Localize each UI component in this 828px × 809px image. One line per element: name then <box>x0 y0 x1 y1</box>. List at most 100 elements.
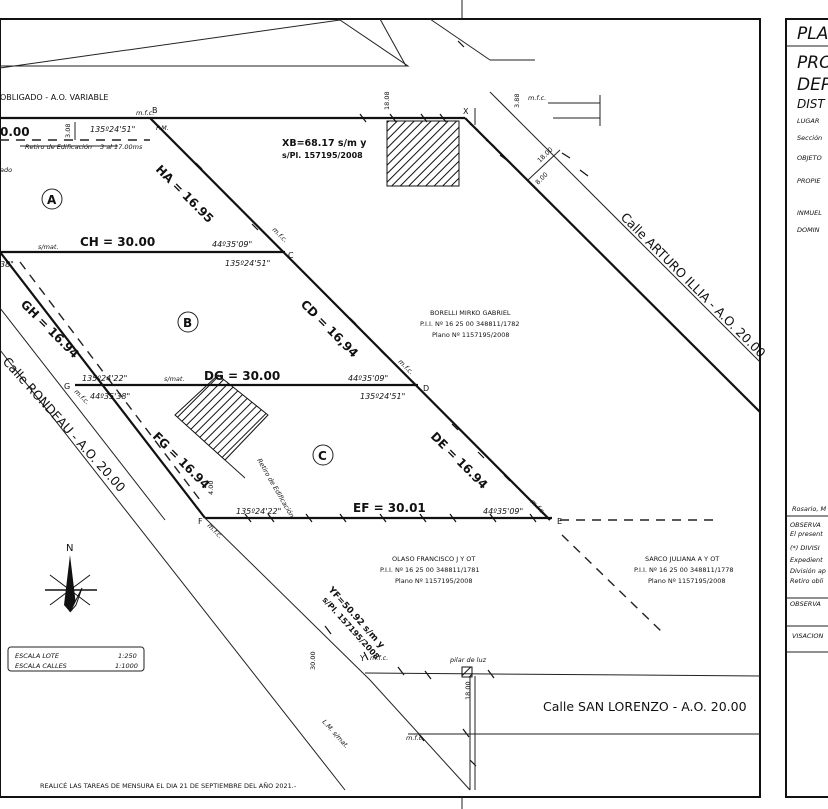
svg-text:P.I.I. Nº 16 25 00 348811/1778: P.I.I. Nº 16 25 00 348811/1778 <box>634 566 734 574</box>
san-lorenzo-top <box>364 672 761 677</box>
svg-text:B: B <box>183 316 192 330</box>
svg-text:DIST: DIST <box>797 97 826 111</box>
left-value: 0.00 <box>0 125 30 139</box>
svg-text:PRO: PRO <box>797 53 828 73</box>
svg-text:OBSERVA: OBSERVA <box>790 521 821 529</box>
lot-c-marker: C <box>312 444 334 466</box>
angle-g-bottom: 44º35'38" <box>90 392 130 401</box>
vertex-c: C <box>288 251 294 260</box>
svg-text:C: C <box>318 449 327 463</box>
retiro-sub: 3 al 17.00ms <box>100 143 143 151</box>
title-panel: PLA PRO DEPA DIST LUGAR Sección OBJETO P… <box>786 24 828 653</box>
mfc-label-f: m.f.c. <box>206 522 225 541</box>
lm-label: L.M. s/mat. <box>321 718 351 750</box>
north-arrow-icon: N <box>45 543 97 613</box>
diagonal-h-f <box>0 251 206 519</box>
svg-text:Expedient: Expedient <box>790 556 823 564</box>
hatched-area-top <box>386 120 460 187</box>
svg-text:Retiro obli: Retiro obli <box>790 577 823 585</box>
svg-text:BORELLI MIRKO GABRIEL: BORELLI MIRKO GABRIEL <box>430 309 511 317</box>
angle-h: 38" <box>0 260 14 269</box>
dim-308: 3.08 <box>64 124 72 138</box>
rondeau-dashed <box>19 261 201 501</box>
rondeau-outer <box>0 349 346 791</box>
smat-label-ch: s/mat. <box>38 243 59 251</box>
arturo-illia-line-2 <box>489 91 761 363</box>
owner-borelli: BORELLI MIRKO GABRIEL P.I.I. Nº 16 25 00… <box>420 309 520 339</box>
svg-text:ESCALA LOTE: ESCALA LOTE <box>15 652 60 660</box>
dim-1800: 18.00 <box>536 146 555 165</box>
lot-outline <box>0 117 552 791</box>
dim-400: 4.00 <box>207 481 215 495</box>
angle-e: 44º35'09" <box>483 507 523 516</box>
title-panel-frame <box>785 18 828 798</box>
svg-text:PROPIE: PROPIE <box>797 177 821 185</box>
svg-text:PLA: PLA <box>797 24 828 44</box>
svg-text:DEPA: DEPA <box>797 75 828 95</box>
pilar-de-luz <box>461 666 473 678</box>
dim-ef: EF = 30.01 <box>353 501 426 515</box>
svg-text:(*) DIVISI: (*) DIVISI <box>790 544 820 552</box>
mfc-label-g: m.f.c. <box>73 388 92 407</box>
svg-text:Plano Nº 1157195/2008: Plano Nº 1157195/2008 <box>395 577 473 585</box>
svg-text:1:1000: 1:1000 <box>115 662 138 670</box>
line-f-y <box>204 517 371 681</box>
e-diagonal-extension <box>561 534 666 636</box>
dim-ha: HA = 16.95 <box>153 162 216 225</box>
dim-dg: DG = 30.00 <box>204 369 280 383</box>
dim-3000: 30.00 <box>309 651 317 670</box>
mfc-label-top-right: m.f.c. <box>528 94 546 102</box>
dim-1800b: 18.00 <box>464 681 472 700</box>
dim-de: DE = 16.94 <box>428 429 491 492</box>
dim-gh: GH = 16.94 <box>18 297 82 361</box>
svg-text:A: A <box>47 193 57 207</box>
pm-label: P.M. <box>156 124 169 132</box>
vertex-f: F <box>198 517 203 526</box>
building-outline <box>0 19 410 69</box>
svg-text:LUGAR: LUGAR <box>797 117 819 125</box>
street-label-san-lorenzo: Calle SAN LORENZO - A.O. 20.00 <box>543 699 747 714</box>
scale-box: ESCALA LOTE 1:250 ESCALA CALLES 1:1000 <box>7 646 145 672</box>
pilar-label: pilar de luz <box>449 656 487 664</box>
svg-text:OBJETO: OBJETO <box>797 154 822 162</box>
mfc-label-b: m.f.c. <box>136 109 154 117</box>
angle-d-bottom: 135º24'51" <box>360 392 405 401</box>
retiro-label: Retiro de Edificación <box>25 143 92 151</box>
dim-388: 3.88 <box>513 94 521 108</box>
svg-text:N: N <box>66 543 73 554</box>
svg-text:Rosario, M: Rosario, M <box>792 505 826 513</box>
lot-b-marker: B <box>177 311 199 333</box>
footer-note: REALICÉ LAS TAREAS DE MENSURA EL DIA 21 … <box>40 781 297 790</box>
mfc-label-bottom: m.f.c. <box>406 734 424 742</box>
owner-olaso: OLASO FRANCISCO J Y OT P.I.I. Nº 16 25 0… <box>380 555 480 585</box>
svg-text:DOMIN: DOMIN <box>797 226 820 234</box>
dim-xb-plan: s/Pl. 157195/2008 <box>282 151 363 160</box>
svg-text:Plano Nº 1157195/2008: Plano Nº 1157195/2008 <box>648 577 726 585</box>
hatched-area-lot <box>174 374 269 461</box>
dim-yf: YF=50.92 s/m y <box>325 585 386 651</box>
vertex-y: Y <box>359 654 365 663</box>
svg-text:VISACION: VISACION <box>792 632 824 640</box>
angle-d-top: 44º35'09" <box>348 374 388 383</box>
svg-text:OLASO FRANCISCO J Y OT: OLASO FRANCISCO J Y OT <box>392 555 475 563</box>
svg-text:1:250: 1:250 <box>118 652 137 660</box>
mfc-label-d: m.f.c. <box>397 358 416 377</box>
angle-c-top: 44º35'09" <box>212 240 252 249</box>
svg-text:P.I.I. Nº 16 25 00 348811/1781: P.I.I. Nº 16 25 00 348811/1781 <box>380 566 480 574</box>
svg-text:El present: El present <box>790 530 823 538</box>
svg-text:P.I.I. Nº 16 25 00 348811/1782: P.I.I. Nº 16 25 00 348811/1782 <box>420 320 520 328</box>
street-label-obligado: OBLIGADO - A.O. VARIABLE <box>0 93 108 102</box>
rondeau-inner <box>0 307 166 521</box>
svg-text:SARCO JULIANA A Y OT: SARCO JULIANA A Y OT <box>645 555 719 563</box>
dim-cd: CD = 16,94 <box>298 297 361 360</box>
svg-text:ESCALA CALLES: ESCALA CALLES <box>15 662 67 670</box>
arturo-illia-line-1 <box>464 117 761 413</box>
svg-text:INMUEL: INMUEL <box>797 209 822 217</box>
lot-a-marker: A <box>41 188 63 210</box>
vertex-e: E <box>557 517 562 526</box>
owner-sarco: SARCO JULIANA A Y OT P.I.I. Nº 16 25 00 … <box>634 555 734 585</box>
street-label-arturo-illia: Calle ARTURO ILLIA - A.O. 20.00 <box>618 210 769 361</box>
dim-xb: XB=68.17 s/m y <box>282 138 367 149</box>
dim-1808-top: 18.08 <box>383 91 391 110</box>
